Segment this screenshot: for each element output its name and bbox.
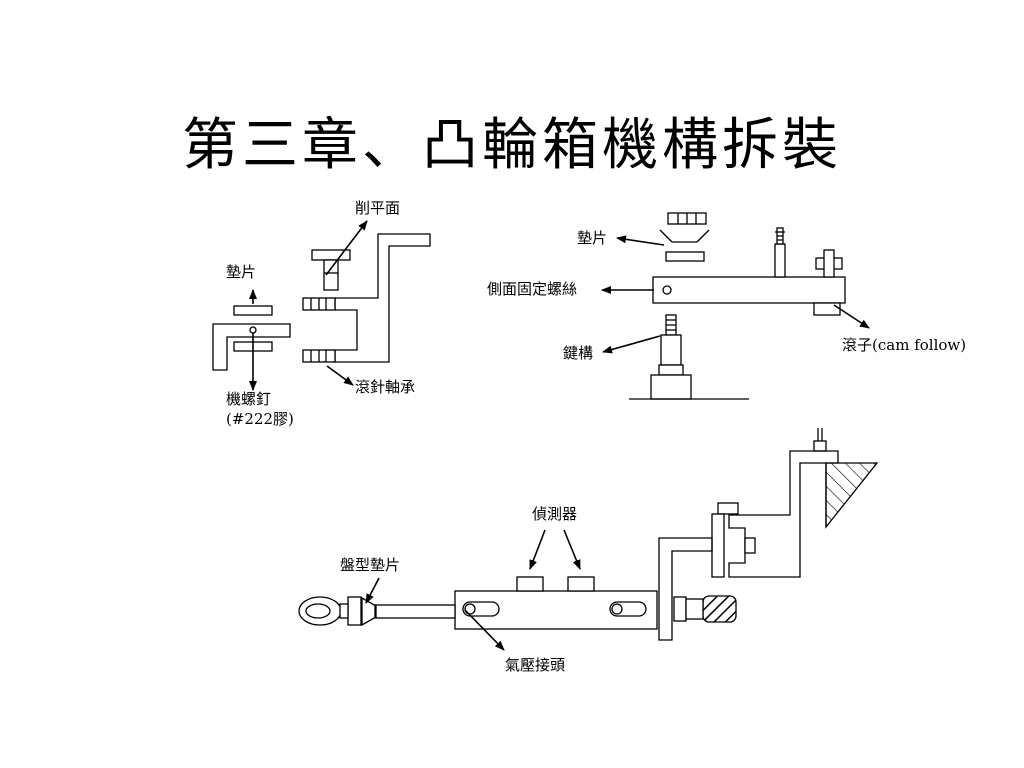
figure-top-left: 削平面 墊片 機螺釘 (#222膠) 滾針軸承 — [212, 199, 431, 428]
mount-bracket — [728, 450, 839, 578]
label-disc-washer: 盤型墊片 — [340, 556, 400, 574]
label-pneumatic-fitting: 氣壓接頭 — [505, 656, 565, 674]
detector-1 — [516, 576, 544, 592]
bracket-bolt — [717, 502, 739, 515]
label-roller: 滾子(cam follow) — [842, 336, 966, 354]
label-shave-flat: 削平面 — [355, 199, 400, 217]
figure-top-right: 墊片 側面固定螺絲 鍵構 滾子(cam follow) — [487, 212, 966, 400]
end-cap — [702, 595, 737, 623]
l-bracket — [212, 323, 291, 371]
washer-right-part — [665, 251, 705, 262]
arm-block — [652, 276, 846, 304]
label-machine-screw-note: (#222膠) — [226, 410, 294, 428]
disc-washer — [361, 596, 377, 627]
column — [660, 334, 682, 366]
z-arm — [334, 233, 431, 363]
label-key-slot: 鍵構 — [563, 344, 593, 362]
washer-left-top — [233, 305, 273, 316]
label-washer-right: 墊片 — [577, 229, 607, 247]
side-screw-hole — [662, 285, 672, 295]
piston-rod — [374, 604, 456, 619]
column-base — [650, 374, 692, 400]
threaded-stud-right — [774, 243, 786, 278]
rod-nut — [347, 596, 362, 626]
l-plate — [658, 537, 713, 641]
label-detector: 偵測器 — [532, 505, 577, 523]
slide-title: 第三章、凸輪箱機構拆裝 — [182, 113, 842, 178]
label-machine-screw: 機螺釘 — [226, 390, 271, 408]
detector-2 — [567, 576, 595, 592]
label-side-set-screw: 側面固定螺絲 — [487, 280, 577, 298]
label-washer-left: 墊片 — [226, 263, 256, 281]
label-needle-bearing: 滾針軸承 — [355, 378, 415, 396]
wall-hatch — [825, 462, 879, 529]
screw-head — [249, 326, 257, 334]
flat-shaft-body — [323, 259, 339, 291]
figure-bottom: 偵測器 盤型墊片 氣壓接頭 — [298, 428, 879, 674]
roller-bottom — [813, 302, 841, 316]
